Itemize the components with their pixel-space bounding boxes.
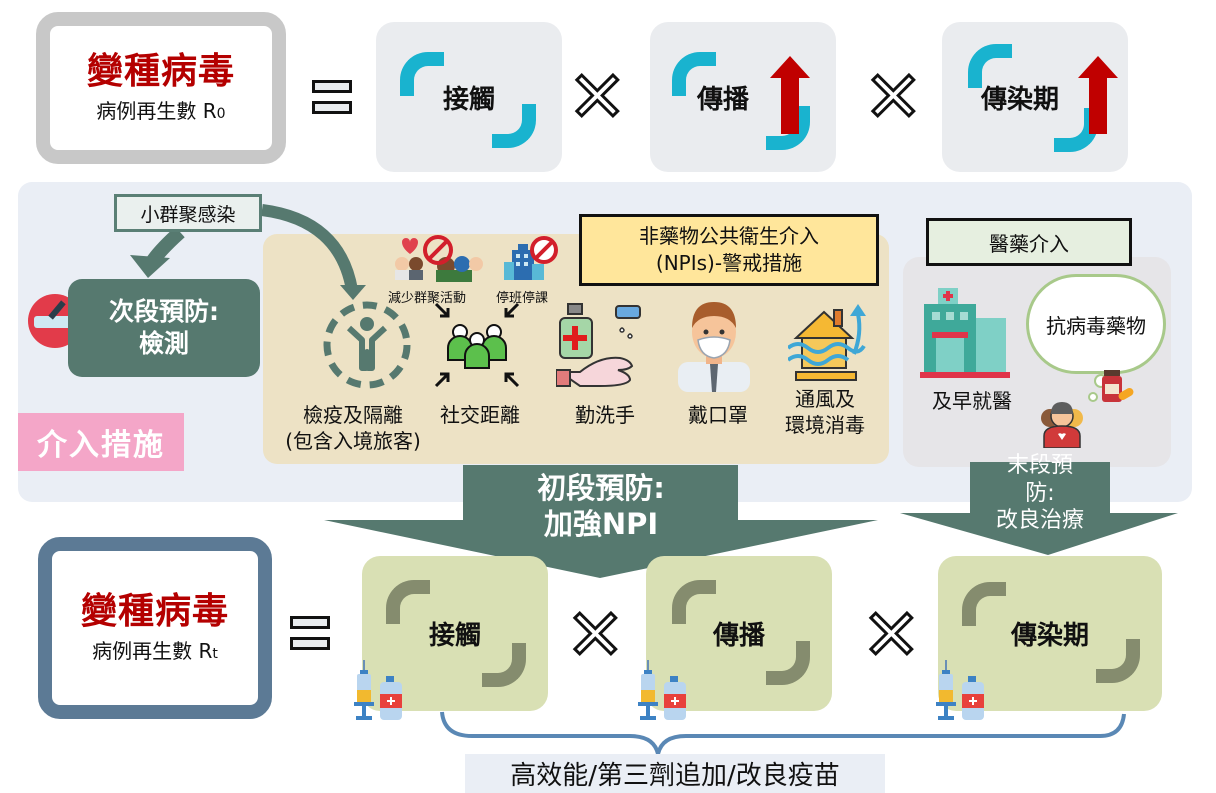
r0-subtitle: 病例再生數 R0	[96, 95, 225, 124]
tertiary-prevention-line3: 改良治療	[995, 508, 1084, 533]
r0-box: 變種病毒 病例再生數 R0	[36, 12, 286, 164]
r0-subscript: 0	[216, 106, 226, 123]
early-medical-care-label: 及早就醫	[932, 389, 1012, 413]
secondary-prevention-line1: 次段預防:	[109, 296, 219, 326]
multiply-icon: ✕	[565, 594, 627, 676]
variant-virus-title: 變種病毒	[86, 50, 235, 92]
bracket-icon	[766, 641, 810, 685]
factor-contact-top: 接觸	[376, 22, 562, 172]
primary-prevention-label: 初段預防: 加強NPI	[470, 470, 732, 543]
secondary-prevention-box: 次段預防: 檢測	[68, 279, 260, 377]
multiply-icon: ✕	[567, 56, 629, 138]
factor-label: 傳染期	[980, 84, 1059, 115]
tertiary-prevention-label: 末段預 防: 改良治療	[960, 452, 1120, 535]
ventilation-icon	[788, 304, 866, 381]
social-distancing-label: 社交距離	[440, 403, 520, 427]
medical-intervention-title: 醫藥介入	[926, 218, 1132, 266]
vaccine-caption: 高效能/第三劑追加/改良疫苗	[465, 754, 885, 793]
secondary-prevention-line2: 檢測	[138, 329, 189, 358]
bracket-icon	[386, 580, 430, 624]
factor-label: 傳染期	[1010, 621, 1089, 651]
increase-arrow-icon	[1078, 56, 1118, 134]
medicine-bottle-icon	[1102, 370, 1134, 402]
rt-subtitle-text: 病例再生數 R	[92, 639, 213, 664]
quarantine-label: 檢疫及隔離 (包含入境旅客)	[268, 402, 438, 454]
vaccine-icon	[638, 660, 686, 720]
tertiary-prevention-line2: 防:	[1025, 480, 1055, 506]
social-distancing-icon	[434, 302, 520, 388]
factor-transmission-bottom: 傳播	[646, 556, 832, 711]
quarantine-icon	[323, 301, 411, 389]
npi-title-box: 非藥物公共衛生介入 (NPIs)-警戒措施	[579, 214, 879, 286]
face-mask-icon	[678, 302, 750, 392]
factor-label: 傳播	[696, 84, 749, 115]
hand-washing-icon	[556, 303, 641, 387]
bracket-icon	[672, 580, 716, 624]
factor-infectious-period-top: 傳染期	[942, 22, 1128, 172]
ventilation-label-line1: 通風及	[795, 387, 855, 411]
thought-bubble	[1088, 392, 1098, 402]
reduce-gatherings-label: 減少群聚活動	[388, 291, 467, 306]
r0-subtitle-text: 病例再生數 R	[96, 99, 217, 124]
equals-icon	[312, 80, 352, 114]
factor-label: 接觸	[442, 84, 495, 115]
vaccine-icon	[936, 660, 984, 720]
factor-label: 接觸	[428, 621, 481, 651]
cluster-infection-label: 小群聚感染	[114, 194, 262, 232]
rt-subtitle: 病例再生數 Rt	[92, 635, 218, 664]
suspend-work-school-icon	[504, 236, 558, 280]
suspend-work-school-label: 停班停課	[496, 291, 549, 306]
multiply-icon: ✕	[863, 56, 925, 138]
npi-title-line1: 非藥物公共衛生介入	[639, 224, 819, 248]
npi-title-line2: (NPIs)-警戒措施	[655, 251, 803, 275]
equals-icon	[290, 616, 330, 650]
variant-virus-title: 變種病毒	[80, 590, 229, 632]
tertiary-prevention-line1: 末段預	[1006, 453, 1073, 478]
intervention-measures-tag: 介入措施	[18, 413, 184, 471]
quarantine-label-line2: (包含入境旅客)	[285, 429, 421, 453]
face-mask-label: 戴口罩	[688, 403, 748, 427]
vaccine-icon	[354, 660, 402, 720]
quarantine-label-line1: 檢疫及隔離	[303, 403, 403, 427]
rt-box: 變種病毒 病例再生數 Rt	[38, 537, 272, 719]
hand-washing-label: 勤洗手	[575, 403, 635, 427]
increase-arrow-icon	[770, 56, 810, 134]
hospital-icon	[920, 288, 1010, 378]
factor-contact-bottom: 接觸	[362, 556, 548, 711]
factor-label: 傳播	[712, 621, 765, 651]
bracket-icon	[1096, 639, 1140, 683]
rt-subscript: t	[212, 646, 218, 663]
factor-transmission-top: 傳播	[650, 22, 836, 172]
multiply-icon: ✕	[861, 594, 923, 676]
primary-prevention-line2: 加強NPI	[543, 507, 659, 542]
ventilation-label: 通風及 環境消毒	[770, 386, 880, 438]
bracket-icon	[482, 643, 526, 687]
ventilation-label-line2: 環境消毒	[785, 413, 865, 437]
primary-prevention-line1: 初段預防:	[537, 471, 665, 505]
reduce-gatherings-icon	[395, 235, 483, 282]
antiviral-thought-cloud: 抗病毒藥物	[1026, 274, 1166, 374]
bracket-icon	[962, 582, 1006, 626]
patients-icon	[1041, 402, 1083, 448]
